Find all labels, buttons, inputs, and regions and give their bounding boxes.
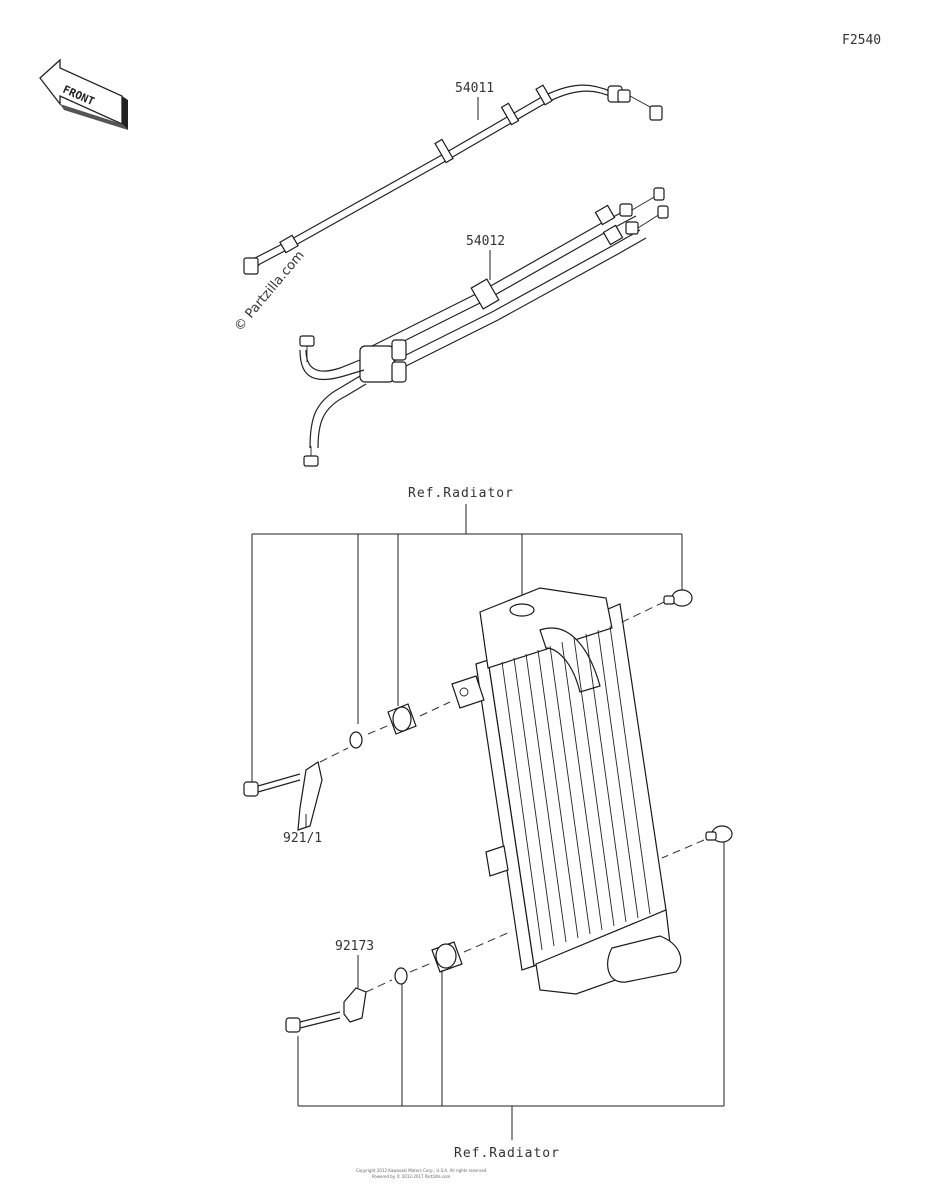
part-label-92173[interactable]: 92173 [335, 939, 374, 954]
part-label-54011[interactable]: 54011 [455, 81, 494, 96]
clamp-921-1 [297, 761, 323, 831]
watermark: © Partzilla.com [232, 248, 308, 334]
lower-mounting-hardware [285, 825, 733, 1033]
bolt-lower [285, 1011, 341, 1033]
front-arrow-icon: FRONT [39, 58, 128, 130]
throttle-cable-54012[interactable] [299, 187, 669, 467]
bolt-upper [243, 773, 301, 797]
part-label-921-1[interactable]: 921/1 [283, 831, 322, 846]
footer-copyright: Copyright 2012 Kawasaki Motors Corp., U.… [356, 1168, 487, 1173]
ref-radiator-bottom: Ref.Radiator [454, 1146, 560, 1161]
ref-radiator-top: Ref.Radiator [408, 486, 514, 501]
part-label-54012[interactable]: 54012 [466, 234, 505, 249]
cable-junction-box [359, 339, 407, 383]
radiator [451, 587, 682, 995]
ref-bracket-bottom [297, 842, 725, 1140]
clamp-92173 [343, 987, 367, 1023]
footer-powered: Powered by © 2012-2017 Partzilla.com [372, 1174, 451, 1179]
cable-end-fitting [607, 85, 663, 121]
diagram-code: F2540 [842, 33, 881, 48]
throttle-cable-54011[interactable] [243, 84, 663, 275]
ref-bracket-top [251, 504, 683, 782]
upper-mounting-hardware [243, 589, 693, 831]
